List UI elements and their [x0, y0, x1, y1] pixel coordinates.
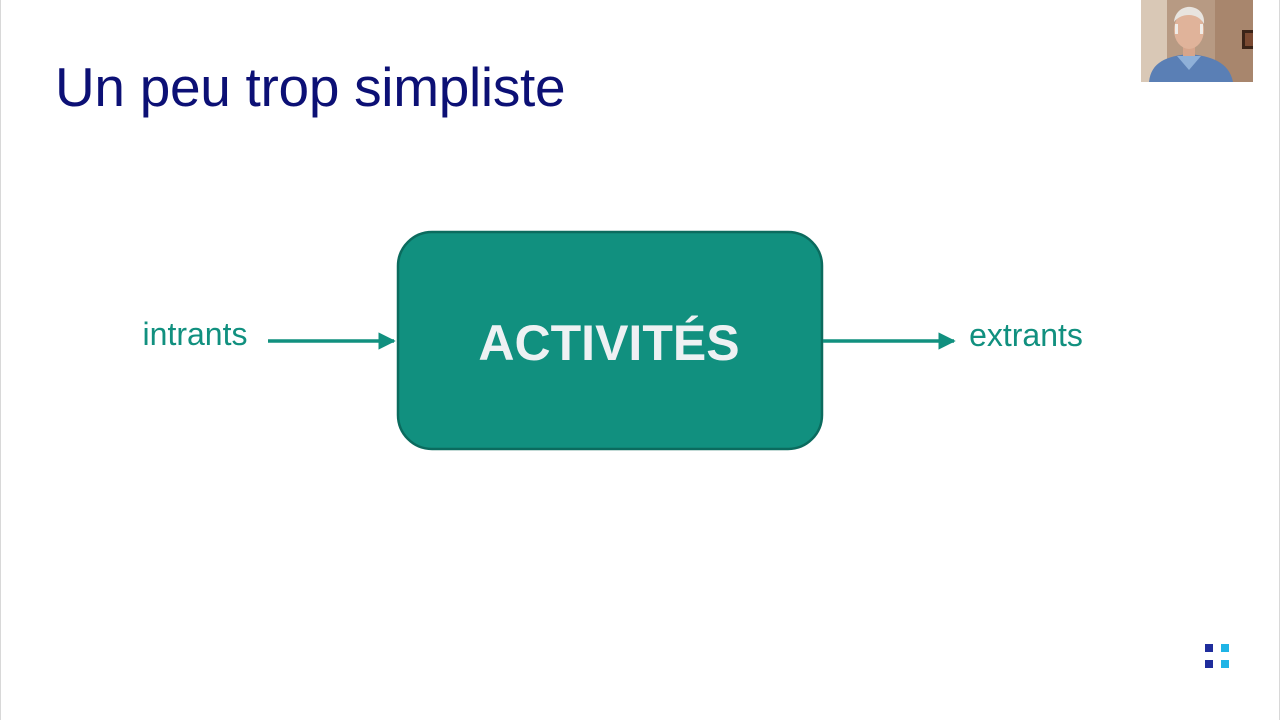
logo-square — [1221, 644, 1229, 652]
logo-square — [1221, 660, 1229, 668]
four-squares-logo — [1205, 644, 1231, 670]
logo-square — [1205, 644, 1213, 652]
slide-title: Un peu trop simpliste — [55, 56, 566, 118]
activities-box — [396, 230, 824, 451]
output-label: extrants — [969, 317, 1083, 353]
activities-label: ACTIVITÉS — [478, 315, 739, 371]
logo-square — [1205, 660, 1213, 668]
presenter-video-thumbnail — [1141, 0, 1253, 82]
input-label: intrants — [143, 316, 248, 352]
